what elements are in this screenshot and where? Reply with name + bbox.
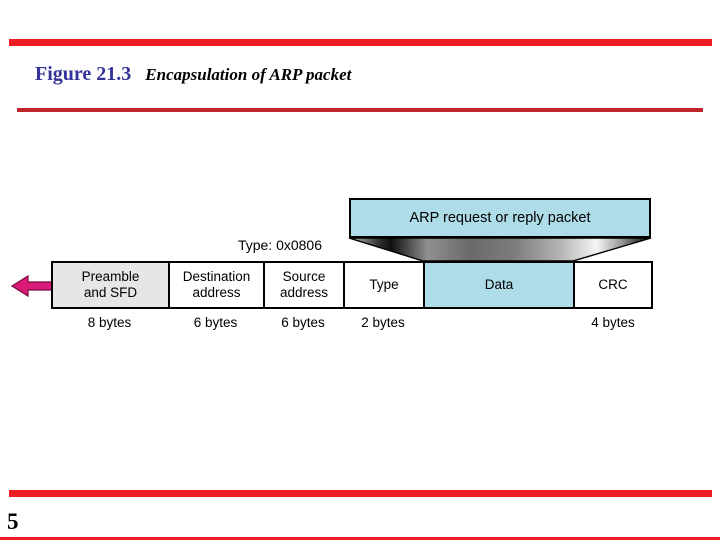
size-destination: 6 bytes (193, 315, 238, 330)
field-data: Data (423, 263, 573, 307)
arp-packet-label: ARP request or reply packet (409, 210, 591, 226)
encapsulation-funnel (348, 238, 652, 262)
size-type: 2 bytes (361, 315, 405, 330)
size-source: 6 bytes (281, 315, 325, 330)
figure-label: Figure 21.3 (35, 63, 132, 85)
title-rule (17, 108, 703, 112)
bottom-rule (9, 490, 712, 497)
top-rule (9, 39, 712, 46)
ethernet-frame: Preamble and SFD Destination address Sou… (51, 261, 653, 309)
left-direction-arrow (11, 274, 54, 298)
size-crc: 4 bytes (591, 315, 635, 330)
type-annotation: Type: 0x0806 (237, 237, 322, 253)
field-destination-address: Destination address (168, 263, 263, 307)
arp-packet-box: ARP request or reply packet (349, 198, 651, 238)
slide-title: Figure 21.3 Encapsulation of ARP packet (35, 63, 351, 86)
field-source-address: Source address (263, 263, 343, 307)
field-type: Type (343, 263, 423, 307)
bottom-edge-rule (0, 537, 720, 540)
figure-caption: Encapsulation of ARP packet (145, 65, 352, 84)
page-number: 5 (7, 509, 19, 534)
size-preamble: 8 bytes (87, 315, 132, 330)
field-preamble-sfd: Preamble and SFD (53, 263, 168, 307)
field-crc: CRC (573, 263, 651, 307)
